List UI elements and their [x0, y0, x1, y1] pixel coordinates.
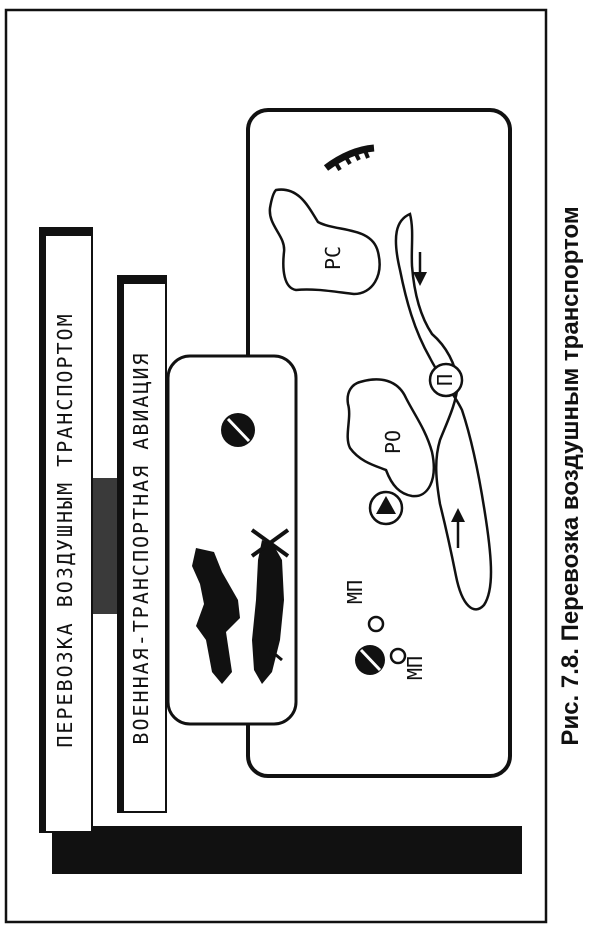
mp-circle-1	[367, 615, 385, 633]
label-mp-2: МП	[403, 656, 427, 680]
label-p: П	[433, 374, 457, 386]
region-ro	[346, 378, 435, 498]
label-mp-1: МП	[343, 580, 367, 604]
triangle-in-circle-icon	[368, 490, 404, 526]
banner-subtitle: ВОЕННАЯ-ТРАНСПОРТНАЯ АВИАЦИЯ	[129, 351, 153, 744]
route-arrow-down	[413, 252, 427, 286]
bottom-black-bar	[52, 826, 522, 874]
title-banner: ПЕРЕВОЗКА ВОЗДУШНЫМ ТРАНСПОРТОМ	[39, 227, 93, 833]
label-ro: РО	[381, 430, 405, 454]
divided-circle-icon	[221, 413, 255, 447]
divided-circle-icon	[355, 645, 385, 675]
aircraft-silhouette-icon	[192, 548, 240, 684]
comb-symbol-icon	[323, 144, 375, 172]
subtitle-banner: ВОЕННАЯ-ТРАНСПОРТНАЯ АВИАЦИЯ	[117, 275, 167, 813]
mp-circle-2	[389, 647, 407, 665]
route-arrow-up	[451, 508, 465, 548]
region-rs	[268, 188, 381, 296]
figure-caption: Рис. 7.8. Перевозка воздушным транспорто…	[557, 206, 584, 745]
point-p-circle	[428, 362, 464, 398]
route-loop	[394, 212, 493, 611]
banner-title: ПЕРЕВОЗКА ВОЗДУШНЫМ ТРАНСПОРТОМ	[53, 312, 77, 747]
label-rs: РС	[321, 246, 345, 270]
helicopter-silhouette-icon	[250, 528, 290, 684]
outer-frame	[4, 8, 548, 924]
